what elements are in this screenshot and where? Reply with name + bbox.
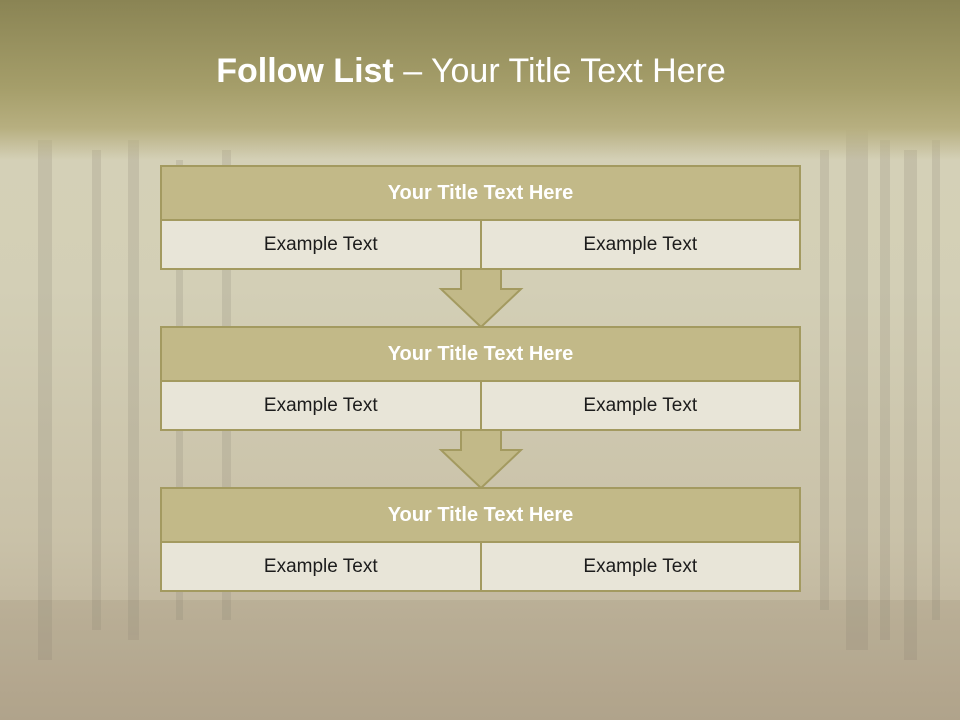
- block-row: Example Text Example Text: [160, 221, 801, 270]
- block-cell-right: Example Text: [479, 543, 800, 590]
- block-cell-left: Example Text: [263, 394, 378, 416]
- down-arrow-icon: [438, 430, 524, 490]
- list-block-1: Your Title Text Here Example Text Exampl…: [160, 165, 801, 270]
- block-row: Example Text Example Text: [160, 382, 801, 431]
- title-rest: – Your Title Text Here: [393, 52, 726, 90]
- block-cell-right: Example Text: [479, 382, 800, 429]
- block-cell-right: Example Text: [479, 221, 800, 268]
- slide-title: Follow List – Your Title Text Here: [0, 52, 942, 91]
- list-block-3: Your Title Text Here Example Text Exampl…: [160, 487, 801, 592]
- down-arrow-icon: [438, 269, 524, 329]
- block-cell-left: Example Text: [263, 555, 378, 577]
- title-band: [0, 0, 960, 160]
- title-lead: Follow List: [216, 52, 394, 90]
- block-title: Your Title Text Here: [160, 487, 801, 543]
- block-cell-left: Example Text: [263, 233, 378, 255]
- block-title: Your Title Text Here: [160, 326, 801, 382]
- list-block-2: Your Title Text Here Example Text Exampl…: [160, 326, 801, 431]
- block-row: Example Text Example Text: [160, 543, 801, 592]
- block-title: Your Title Text Here: [160, 165, 801, 221]
